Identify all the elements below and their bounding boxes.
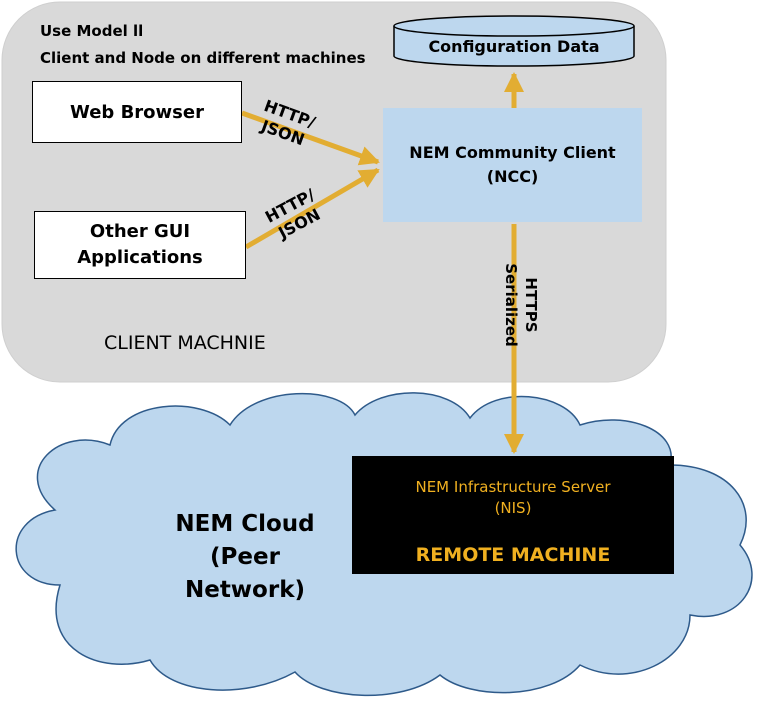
configuration-data-cylinder <box>393 15 635 67</box>
model-subtitle: Client and Node on different machines <box>40 49 366 67</box>
nis-box: NEM Infrastructure Server (NIS) REMOTE M… <box>352 456 674 574</box>
nem-cloud-label: NEM Cloud (Peer Network) <box>175 511 315 603</box>
ncc-nis-protocol-label: HTTPS Serialized <box>502 263 540 347</box>
web-browser-box: Web Browser <box>32 81 242 143</box>
configuration-data-label: Configuration Data <box>428 36 600 56</box>
arrow-gui-to-ncc <box>244 167 380 250</box>
client-machine-label: CLIENT MACHNIE <box>104 332 266 354</box>
arrow-browser-to-ncc <box>241 110 380 166</box>
other-gui-applications-box: Other GUI Applications <box>34 211 246 279</box>
remote-machine-label: REMOTE MACHINE <box>415 544 611 566</box>
nis-title: NEM Infrastructure Server <box>415 478 611 496</box>
model-title: Use Model ll <box>40 22 144 40</box>
ncc-box: NEM Community Client (NCC) <box>383 108 642 222</box>
nis-subtitle: (NIS) <box>494 499 532 517</box>
